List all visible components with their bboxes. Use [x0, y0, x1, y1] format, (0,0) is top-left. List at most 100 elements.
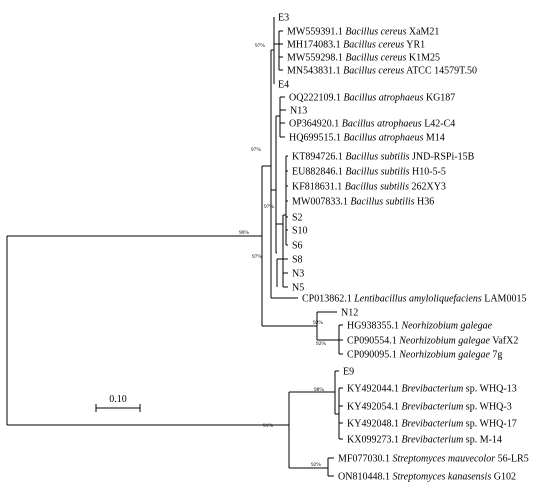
- accession-label: MH174083.1: [287, 40, 341, 51]
- strain-label: 262XY3: [409, 182, 446, 193]
- bootstrap-value: 97%: [264, 204, 275, 210]
- species-label: Bacillus subtilis: [343, 167, 410, 178]
- species-label: Bacillus subtilis: [348, 197, 415, 208]
- strain-label: KG187: [423, 93, 455, 104]
- accession-label: HG938355.1: [347, 321, 399, 332]
- species-label: Bacillus atrophaeus: [339, 119, 422, 130]
- species-label: Brevibacterium: [399, 419, 463, 430]
- leaf-label: KY492054.1 Brevibacterium sp. WHQ-3: [347, 402, 512, 413]
- leaf-label: S10: [292, 226, 308, 237]
- species-label: Lentibacillus amyloliquefaciens: [352, 294, 482, 305]
- leaf-label: OQ222109.1 Bacillus atrophaeus KG187: [289, 93, 455, 104]
- accession-label: HQ699515.1: [289, 133, 341, 144]
- strain-label: YR1: [404, 40, 425, 51]
- strain-label: JND-RSPi-15B: [410, 152, 475, 163]
- leaf-label: CP090554.1 Neorhizobium galegae VafX2: [347, 336, 518, 347]
- strain-label: sp. WHQ-13: [463, 384, 516, 395]
- accession-label: MW559298.1: [287, 53, 343, 64]
- species-label: Neorhizobium galegae: [397, 350, 491, 361]
- strain-label: K1M25: [406, 53, 440, 64]
- accession-label: KF818631.1: [292, 182, 342, 193]
- leaf-label: MF077030.1 Streptomyces mauvecolor 56-LR…: [338, 454, 529, 465]
- accession-label: MW007833.1: [292, 197, 348, 208]
- accession-label: ON810448.1: [338, 472, 390, 483]
- leaf-label: N5: [292, 283, 304, 294]
- strain-label: G102: [491, 472, 516, 483]
- leaf-label: E4: [278, 80, 289, 91]
- leaf-label: ON810448.1 Streptomyces kanasensis G102: [338, 472, 516, 483]
- strain-label: 7g: [490, 350, 503, 361]
- strain-label: LAM0015: [482, 294, 527, 305]
- accession-label: MN543831.1: [287, 66, 341, 77]
- species-label: Streptomyces mauvecolor: [390, 454, 495, 465]
- accession-label: CP013862.1: [302, 294, 352, 305]
- accession-label: N3: [292, 269, 304, 280]
- species-label: Streptomyces kanasensis: [390, 472, 491, 483]
- species-label: Bacillus cereus: [343, 27, 407, 38]
- accession-label: OP364920.1: [289, 119, 339, 130]
- accession-label: MF077030.1: [338, 454, 390, 465]
- species-label: Bacillus subtilis: [342, 182, 409, 193]
- accession-label: KY492054.1: [347, 402, 399, 413]
- bootstrap-value: 92%: [311, 462, 322, 468]
- scale-bar-label: 0.10: [109, 394, 127, 405]
- leaf-label: HQ699515.1 Bacillus atrophaeus M14: [289, 133, 445, 144]
- accession-label: N5: [292, 283, 304, 294]
- bootstrap-value: 92%: [313, 320, 324, 326]
- accession-label: S6: [292, 241, 303, 252]
- species-label: Bacillus cereus: [343, 53, 407, 64]
- accession-label: N13: [290, 106, 307, 117]
- leaf-label: MW559298.1 Bacillus cereus K1M25: [287, 53, 440, 64]
- leaf-label: CP013862.1 Lentibacillus amyloliquefacie…: [302, 294, 526, 305]
- leaf-label: KX099273.1 Brevibacterium sp. M-14: [347, 435, 502, 446]
- accession-label: E4: [278, 80, 289, 91]
- strain-label: L42-C4: [422, 119, 456, 130]
- leaf-label: MN543831.1 Bacillus cereus ATCC 14579T.5…: [287, 66, 477, 77]
- strain-label: VafX2: [490, 336, 518, 347]
- species-label: Brevibacterium: [399, 384, 463, 395]
- leaf-label: E3: [278, 13, 289, 24]
- leaf-label: MH174083.1 Bacillus cereus YR1: [287, 40, 425, 51]
- bootstrap-value: 97%: [252, 254, 263, 260]
- leaf-label: S6: [292, 241, 303, 252]
- accession-label: KY492044.1: [347, 384, 399, 395]
- leaf-label: OP364920.1 Bacillus atrophaeus L42-C4: [289, 119, 455, 130]
- accession-label: CP090095.1: [347, 350, 397, 361]
- accession-label: KX099273.1: [347, 435, 399, 446]
- strain-label: H10-5-5: [410, 167, 446, 178]
- species-label: Brevibacterium: [399, 402, 463, 413]
- leaf-label: CP090095.1 Neorhizobium galegae 7g: [347, 350, 502, 361]
- species-label: Neorhizobium galegae: [397, 336, 491, 347]
- bootstrap-value: 98%: [314, 387, 325, 393]
- bootstrap-value: 97%: [255, 43, 266, 49]
- accession-label: MW559391.1: [287, 27, 343, 38]
- leaf-label: S2: [292, 213, 303, 224]
- accession-label: S2: [292, 213, 303, 224]
- accession-label: EU882846.1: [292, 167, 343, 178]
- leaf-label: KY492044.1 Brevibacterium sp. WHQ-13: [347, 384, 517, 395]
- strain-label: sp. WHQ-17: [463, 419, 516, 430]
- leaf-label: N12: [341, 308, 358, 319]
- leaf-label: HG938355.1 Neorhizobium galegae: [347, 321, 493, 332]
- species-label: Neorhizobium galegae: [399, 321, 493, 332]
- leaf-label: KY492048.1 Brevibacterium sp. WHQ-17: [347, 419, 517, 430]
- strain-label: XaM21: [406, 27, 439, 38]
- species-label: Bacillus cereus: [341, 40, 405, 51]
- species-label: Brevibacterium: [399, 435, 463, 446]
- accession-label: S8: [292, 255, 303, 266]
- accession-label: CP090554.1: [347, 336, 397, 347]
- strain-label: ATCC 14579T.50: [404, 66, 477, 77]
- leaf-label: MW007833.1 Bacillus subtilis H36: [292, 197, 434, 208]
- accession-label: E9: [343, 367, 354, 378]
- bootstrap-value: 97%: [251, 147, 262, 153]
- accession-label: OQ222109.1: [289, 93, 341, 104]
- strain-label: 56-LR5: [495, 454, 529, 465]
- leaf-label: E9: [343, 367, 354, 378]
- leaf-label: KF818631.1 Bacillus subtilis 262XY3: [292, 182, 446, 193]
- leaf-label: KT894726.1 Bacillus subtilis JND-RSPi-15…: [292, 152, 475, 163]
- species-label: Bacillus atrophaeus: [341, 133, 424, 144]
- bootstrap-value: 92%: [316, 341, 327, 347]
- species-label: Bacillus subtilis: [343, 152, 410, 163]
- strain-label: M14: [423, 133, 444, 144]
